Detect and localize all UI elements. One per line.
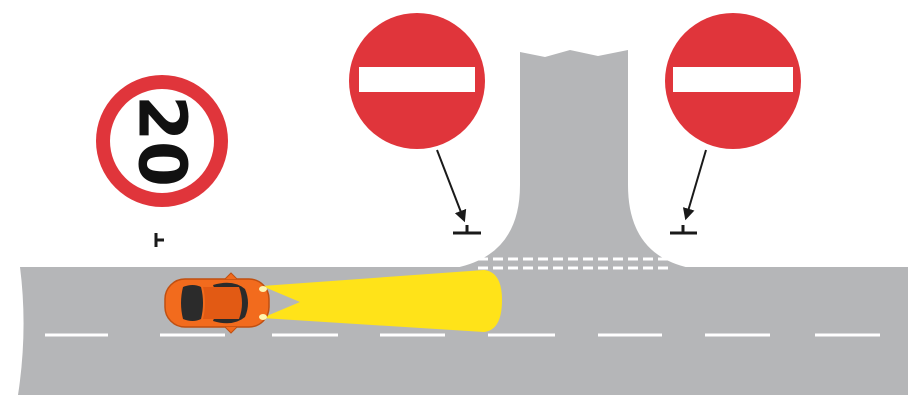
speed-limit-value: 20 (124, 95, 201, 187)
speed-limit-post-marker (156, 233, 164, 247)
arrow-left-sign-to-post (437, 150, 464, 220)
side-road (455, 50, 690, 268)
speed-limit-sign: 20 (96, 75, 228, 207)
no-entry-sign-right (665, 13, 801, 149)
car (165, 273, 269, 333)
no-entry-sign-left (349, 13, 485, 149)
no-entry-post-marker-left (453, 225, 481, 233)
no-entry-post-marker-right (670, 225, 697, 233)
arrow-right-sign-to-post (686, 150, 706, 218)
